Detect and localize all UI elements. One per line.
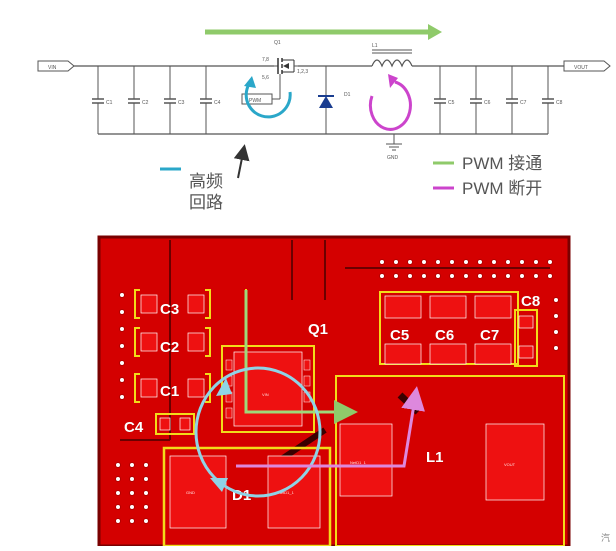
pcb-d1: GND NetD1_1 (162, 446, 332, 548)
cap-c6-label: C6 (484, 100, 491, 106)
via-grid-left (119, 292, 125, 400)
pcb-label-c2: C2 (160, 339, 179, 356)
pcb-pwm-off-path (236, 386, 425, 468)
pcb-label-c8: C8 (521, 293, 540, 310)
schematic: VIN VOUT C1 C2 C3 C4 (37, 24, 611, 179)
l1-label: L1 (372, 43, 378, 49)
legend: 高频 回路 PWM 接通 PWM 断开 (160, 154, 542, 212)
legend-pwm-off: PWM 断开 (462, 179, 542, 198)
l1-pad-right-text: VOUT (504, 462, 516, 467)
gnd-label: GND (387, 155, 399, 161)
watermark: 汽 (600, 533, 610, 543)
pcb-l1: NetD1_1 VOUT (335, 375, 565, 547)
pcb-label-l1: L1 (426, 449, 444, 466)
vin-tag (37, 60, 75, 72)
pcb-label-q1: Q1 (308, 321, 328, 338)
l1-pad-left-text: NetD1_1 (350, 460, 367, 465)
q1-pad (233, 351, 303, 427)
cap-c6: C6 (470, 66, 491, 134)
pcb-label-c6: C6 (435, 327, 454, 344)
pcb-c2 (134, 327, 211, 357)
via-grid-top-right (379, 259, 553, 279)
vin-label: VIN (48, 65, 57, 71)
hf-loop-arc (244, 78, 292, 119)
pointer-arrow (233, 144, 250, 179)
pcb-label-c4: C4 (124, 419, 144, 436)
q1-pad-text: VIN (262, 392, 269, 397)
mosfet-q1: Q1 7,8 5,6 1,2,3 (262, 40, 308, 94)
cap-c4-label: C4 (214, 100, 221, 106)
pcb-label-c5: C5 (390, 327, 409, 344)
pwm-off-loop-arc (368, 80, 412, 131)
pcb-label-c1: C1 (160, 383, 179, 400)
pcb-c3 (134, 289, 211, 319)
pcb-layout: VIN NetD1_1 VOUT (97, 235, 571, 548)
pcb-c1 (134, 373, 211, 403)
pwm-off-loop-arrowhead (388, 74, 398, 88)
cap-c3: C3 (164, 66, 185, 134)
q1-pins-top: 7,8 (262, 57, 269, 63)
cap-c5: C5 (434, 66, 455, 134)
cap-c2: C2 (128, 66, 149, 134)
legend-pwm-on: PWM 接通 (462, 154, 542, 173)
l1-pad-right (485, 423, 545, 501)
legend-hf-line2: 回路 (189, 193, 223, 212)
pcb-hf-loop (194, 366, 322, 498)
pcb-label-c7: C7 (480, 327, 499, 344)
pwm-label: PWM (249, 98, 261, 104)
cap-c3-label: C3 (178, 100, 185, 106)
output-capacitors: C5 C6 C7 C8 (434, 66, 563, 134)
d1-pad-nd1-text: NetD1_1 (278, 490, 295, 495)
c8-silk (514, 309, 538, 367)
cap-c8-label: C8 (556, 100, 563, 106)
via-grid-right-edge (553, 297, 559, 351)
q1-label: Q1 (274, 40, 281, 46)
vout-tag (563, 60, 611, 72)
cap-c7: C7 (506, 66, 527, 134)
cap-c4: C4 (200, 66, 221, 134)
cap-c2-label: C2 (142, 100, 149, 106)
legend-hf-line1: 高频 (189, 172, 223, 191)
pcb-input-caps (134, 289, 211, 435)
d1-symbol (319, 96, 333, 108)
inductor-l1: L1 (371, 43, 413, 68)
q1-pins-left: 5,6 (262, 75, 269, 81)
l1-pad-left (339, 423, 393, 497)
cap-c7-label: C7 (520, 100, 527, 106)
cap-c8: C8 (542, 66, 563, 134)
via-grid-bottom-left (115, 462, 149, 524)
d1-pad-gnd-text: GND (186, 490, 195, 495)
d1-pad-gnd (169, 455, 227, 529)
pcb-c4 (155, 413, 195, 435)
pcb-hf-loop-arrowhead-bottom (210, 478, 228, 492)
q1-pins-right: 1,2,3 (297, 69, 308, 75)
cap-c5-label: C5 (448, 100, 455, 106)
vout-label: VOUT (574, 65, 588, 71)
pcb-output-caps (379, 291, 538, 367)
cap-c1: C1 (92, 66, 113, 134)
cap-c1-label: C1 (106, 100, 113, 106)
diode-d1: D1 (318, 66, 351, 134)
pcb-hf-loop-arrowhead-top (216, 378, 232, 396)
hf-loop-arrowhead (244, 76, 256, 88)
d1-label: D1 (344, 92, 351, 98)
pwm-on-arrow-head (428, 24, 442, 40)
pwm-driver: PWM (241, 93, 281, 105)
pcb-label-c3: C3 (160, 301, 179, 318)
input-capacitors: C1 C2 C3 C4 (92, 66, 221, 134)
gnd-symbol: GND (386, 134, 402, 161)
